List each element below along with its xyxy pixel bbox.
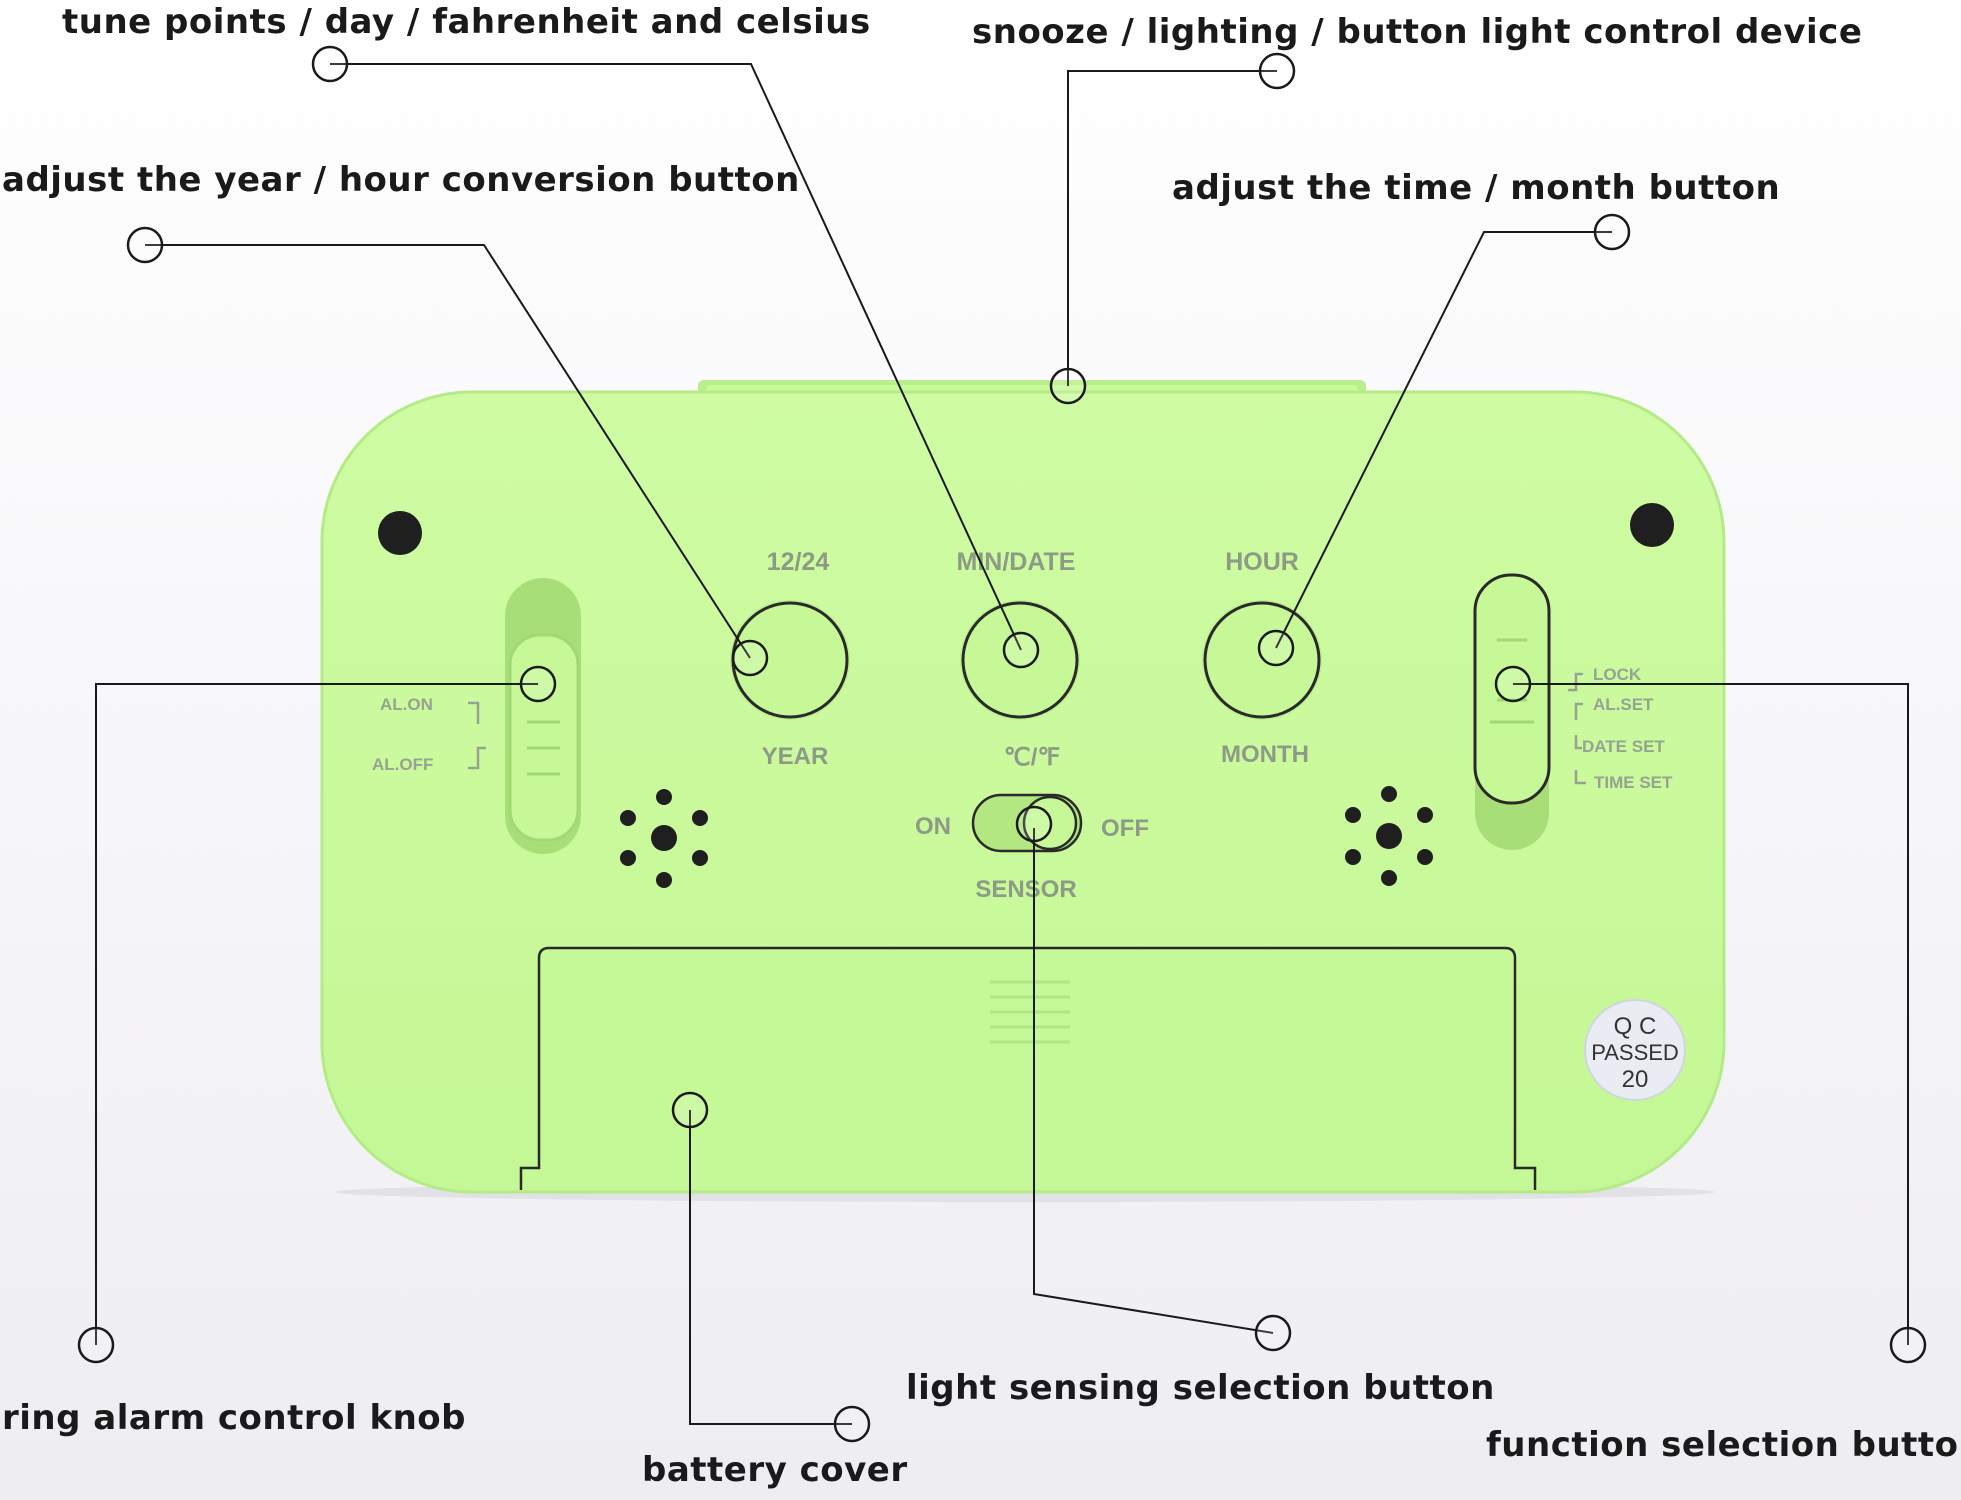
label-hour: HOUR — [1225, 548, 1299, 576]
marker-light-sensing — [1254, 1314, 1292, 1352]
button-min-date[interactable] — [961, 601, 1079, 719]
qc-sticker — [1584, 999, 1686, 1101]
callout-light-sensing: light sensing selection button — [906, 1368, 1495, 1408]
mode-time-set-label: TIME SET — [1594, 773, 1673, 792]
label-year: YEAR — [762, 743, 829, 770]
leader-function-selection — [1513, 683, 1909, 1345]
callout-circles — [77, 45, 1927, 1443]
leader-lines — [95, 63, 1909, 1425]
callout-function-selection: function selection button — [1486, 1425, 1961, 1465]
al-on-label: AL.ON — [380, 695, 433, 714]
battery-cover-ridges — [990, 980, 1070, 1044]
marker-ring-alarm — [77, 1326, 115, 1364]
battery-cover[interactable] — [519, 946, 1537, 1190]
marker-mode-knob — [1494, 665, 1532, 703]
callout-adjust-time: adjust the time / month button — [1172, 168, 1781, 208]
callout-ring-alarm: ring alarm control knob — [2, 1398, 466, 1438]
marker-hour-button — [1257, 629, 1295, 667]
marker-function-selection — [1889, 1326, 1927, 1364]
label-c-f: ℃/℉ — [1004, 744, 1060, 771]
leader-tune-points — [330, 63, 1022, 651]
al-off-bracket — [468, 746, 486, 770]
leader-snooze — [1067, 70, 1277, 386]
label-12-24: 12/24 — [767, 548, 830, 576]
marker-adjust-time — [1593, 213, 1631, 251]
mode-slider-knob[interactable] — [1473, 573, 1551, 805]
mount-hole-right — [1630, 503, 1674, 547]
speaker-grille-right — [1345, 786, 1433, 886]
marker-battery-cover — [833, 1405, 871, 1443]
callout-tune-points: tune points / day / fahrenheit and celsi… — [62, 2, 871, 42]
alarm-slider-knob[interactable] — [508, 633, 580, 842]
callout-snooze: snooze / lighting / button light control… — [972, 12, 1863, 52]
mode-lock-label: LOCK — [1593, 665, 1642, 684]
label-min-date: MIN/DATE — [957, 548, 1076, 576]
mode-date-set-label: DATE SET — [1582, 737, 1665, 756]
button-hour[interactable] — [1203, 601, 1321, 719]
qc-line-2: PASSED — [1591, 1040, 1679, 1065]
marker-adjust-year — [126, 226, 164, 264]
mode-brackets — [1568, 672, 1586, 785]
label-month: MONTH — [1221, 741, 1309, 768]
marker-sensor-switch — [1015, 805, 1053, 843]
clock-body-rim — [320, 390, 1726, 1194]
leader-adjust-year — [145, 244, 751, 659]
sensor-label: SENSOR — [975, 876, 1076, 903]
marker-snooze-device — [1049, 367, 1087, 405]
marker-min-date-button — [1002, 631, 1040, 669]
leader-ring-alarm — [95, 683, 538, 1345]
mount-hole-left — [378, 511, 422, 555]
marker-year-button — [731, 639, 769, 677]
qc-line-1: Q C — [1614, 1013, 1657, 1040]
speaker-grille-left — [620, 789, 708, 888]
leader-light-sensing — [1033, 828, 1274, 1334]
marker-alarm-knob — [519, 665, 557, 703]
callout-battery-cover: battery cover — [642, 1450, 908, 1490]
al-off-label: AL.OFF — [372, 755, 433, 774]
al-on-bracket — [468, 701, 480, 724]
mode-al-set-label: AL.SET — [1593, 695, 1654, 714]
leader-adjust-time — [1275, 231, 1612, 649]
sensor-off-label: OFF — [1101, 815, 1149, 842]
sensor-on-label: ON — [915, 813, 951, 840]
marker-battery-area — [671, 1091, 709, 1129]
qc-line-3: 20 — [1622, 1066, 1649, 1093]
marker-snooze — [1258, 52, 1296, 90]
leader-battery-cover — [689, 1110, 852, 1425]
marker-tune-points — [311, 45, 349, 83]
callout-adjust-year: adjust the year / hour conversion button — [2, 160, 800, 200]
